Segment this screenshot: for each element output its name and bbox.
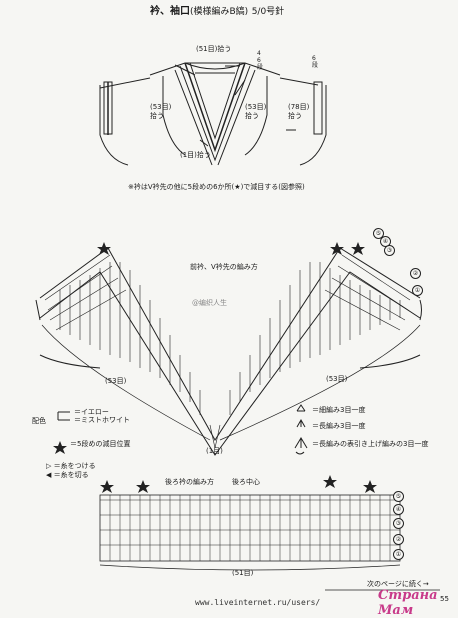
symbol-fpdc3tog: ＝長編みの表引き上げ編みの3目一度 <box>312 440 429 448</box>
page-number: 55 <box>440 595 449 603</box>
site-logo: Страна Мам <box>378 588 438 618</box>
continue-label: 次のページに続く→ <box>367 580 429 588</box>
instruction-note: ※衿はV衿先の他に5段めの6か所(★)で減目する(図参照) <box>128 183 305 191</box>
sleeve-count-label: (78目) 拾う <box>288 103 310 120</box>
left-neck-label: (53目) 拾う <box>150 103 172 120</box>
page-title: 衿、袖口(模様編みB縞) 5/0号針 <box>150 6 285 17</box>
back-diagram-title: 後ろ衿の編み方 <box>165 478 214 486</box>
front-row-5: ⑤ <box>373 228 384 239</box>
watermark-text: @编织人生 <box>192 299 227 307</box>
legend-yellow: ＝イエロー <box>74 408 109 416</box>
legend-decrease-position: ＝5段めの減目位置 <box>70 440 131 448</box>
front-row-1: ① <box>412 285 423 296</box>
color-label: 配色 <box>32 417 46 425</box>
front-left-count: (53目) <box>105 377 127 385</box>
front-row-3: ③ <box>384 245 395 256</box>
back-row-5: ⑤ <box>393 491 404 502</box>
rows-left-label: 4 6 段 <box>257 50 264 71</box>
footer-url: www.liveinternet.ru/users/ <box>195 598 321 607</box>
legend-cut: ◀ ＝糸を切る <box>46 471 89 479</box>
front-row-2: ② <box>410 268 421 279</box>
back-row-1: ① <box>393 549 404 560</box>
back-count: (51目) <box>232 569 254 577</box>
front-right-count: (53目) <box>326 375 348 383</box>
back-center-label: 後ろ中心 <box>232 478 260 486</box>
symbol-sc3tog: ＝細編み3目一度 <box>312 406 366 414</box>
legend-white: ＝ミストホワイト <box>74 416 130 424</box>
rows-right-label: 6 段 <box>312 55 319 69</box>
legend-attach: ▷ ＝糸をつける <box>46 462 96 470</box>
front-center-count: (1目) <box>206 447 223 455</box>
back-stars <box>53 441 377 493</box>
top-count-label: (51目)拾う <box>196 45 232 53</box>
front-stitches <box>44 254 411 449</box>
front-diagram-title: 前衿、V衿先の編み方 <box>190 263 258 271</box>
back-row-2: ② <box>393 534 404 545</box>
bottom-count-label: (1目)拾う <box>180 151 211 159</box>
back-row-4: ④ <box>393 504 404 515</box>
front-stars <box>97 242 365 255</box>
right-neck-label: (53目) 拾う <box>245 103 267 120</box>
neck-v-shape <box>149 62 281 166</box>
back-stitches <box>109 495 391 561</box>
symbol-dc3tog: ＝長編み3目一度 <box>312 422 366 430</box>
right-sleeve-shape <box>279 77 327 166</box>
left-sleeve-shape <box>99 77 151 166</box>
back-row-3: ③ <box>393 518 404 529</box>
